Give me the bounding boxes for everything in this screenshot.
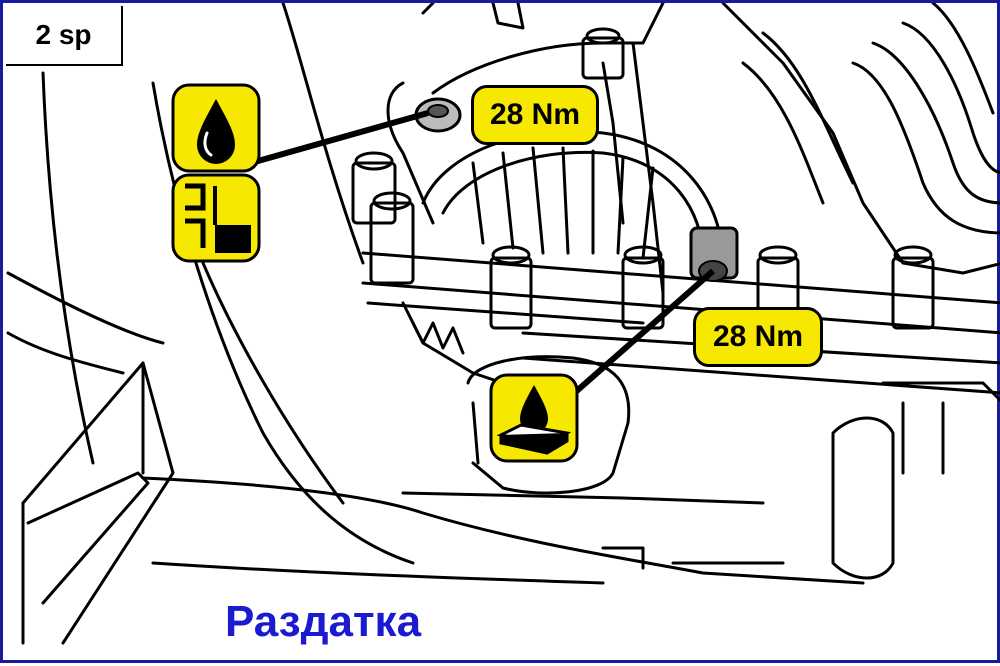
diagram-caption: Раздатка xyxy=(224,597,422,646)
speed-variant-label: 2 sp xyxy=(6,6,123,66)
transfer-case-drawing xyxy=(6,3,1000,645)
oil-drop-icon xyxy=(171,83,261,173)
torque-label-drain-plug: 28 Nm xyxy=(693,307,823,367)
oil-level-icon xyxy=(171,173,261,263)
torque-label-fill-plug: 28 Nm xyxy=(471,85,599,145)
sealant-icon xyxy=(489,373,579,463)
